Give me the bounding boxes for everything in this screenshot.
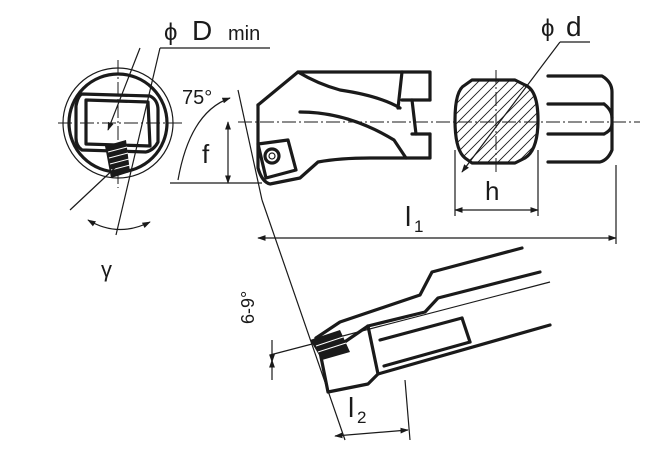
d-min-main: D [192, 15, 212, 46]
side-view [237, 70, 640, 201]
cross-section [453, 41, 590, 216]
l1-subscript: 1 [414, 217, 423, 236]
d-label: ϕ d [541, 11, 582, 42]
side-view-insert [256, 138, 298, 180]
end-view [58, 47, 270, 236]
d-min-label: ϕ D min [164, 15, 260, 46]
angle-75-dimension: 75° [177, 87, 231, 181]
f-dimension: f [170, 121, 262, 184]
l1-dimension: l 1 [257, 165, 617, 244]
d-min-subscript: min [228, 23, 260, 45]
angle-75-label: 75° [182, 87, 212, 109]
l2-subscript: 2 [357, 408, 366, 427]
inclined-view: l 2 6-9° [238, 199, 552, 441]
f-label: f [202, 139, 210, 169]
l2-main: l [348, 392, 354, 423]
inclined-view-insert [310, 330, 350, 360]
l1-main: l [405, 201, 411, 232]
end-view-insert [105, 140, 131, 178]
d-phi-symbol: ϕ [541, 15, 554, 42]
gamma-label: γ [101, 257, 112, 282]
d-main: d [566, 11, 582, 42]
d-min-phi-symbol: ϕ [164, 19, 177, 46]
h-label: h [485, 176, 499, 206]
angle-6-9-label: 6-9° [238, 291, 258, 324]
